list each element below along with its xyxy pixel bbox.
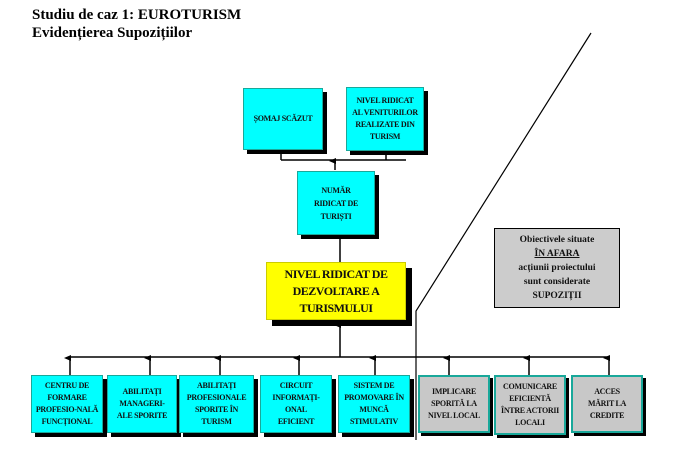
node-venituri-turism: NIVEL RIDICAT AL VENITURILOR REALIZATE D… bbox=[346, 87, 424, 151]
note-emphasis: ÎN AFARA bbox=[534, 249, 580, 259]
node-label: CIRCUIT INFORMAȚI-ONAL EFICIENT bbox=[272, 381, 320, 426]
note-line: Obiectivele situate bbox=[519, 235, 595, 245]
node-abilitati-manageriale: ABILITAȚI MANAGERI-ALE SPORITE bbox=[107, 375, 177, 433]
node-label: NIVEL RIDICAT DE DEZVOLTARE A TURISMULUI bbox=[284, 266, 388, 315]
page-subtitle: Evidențierea Supozițiilor bbox=[32, 25, 193, 41]
node-somaj-scazut: ȘOMAJ SCĂZUT bbox=[243, 88, 323, 150]
node-label: ȘOMAJ SCĂZUT bbox=[253, 114, 313, 123]
note-line: SUPOZIȚII bbox=[532, 291, 582, 301]
assumptions-note: Obiectivele situate ÎN AFARA acțiunii pr… bbox=[494, 228, 620, 308]
project-boundary-line bbox=[415, 32, 592, 440]
node-label: SISTEM DE PROMOVARE ÎN MUNCĂ STIMULATIV bbox=[344, 381, 404, 426]
node-numar-turisti: NUMĂR RIDICAT DE TURIȘTI bbox=[297, 171, 375, 235]
note-line: sunt considerate bbox=[523, 277, 591, 287]
node-circuit-informational: CIRCUIT INFORMAȚI-ONAL EFICIENT bbox=[260, 375, 332, 433]
node-sistem-promovare: SISTEM DE PROMOVARE ÎN MUNCĂ STIMULATIV bbox=[338, 375, 410, 433]
node-dezvoltare-turism: NIVEL RIDICAT DE DEZVOLTARE A TURISMULUI bbox=[266, 262, 406, 320]
node-centru-formare: CENTRU DE FORMARE PROFESIO-NALĂ FUNCȚION… bbox=[31, 375, 103, 433]
node-acces-credite: ACCES MĂRIT LA CREDITE bbox=[571, 375, 643, 433]
node-label: NUMĂR RIDICAT DE TURIȘTI bbox=[313, 185, 359, 221]
node-comunicare-actori: COMUNICARE EFICIENTĂ ÎNTRE ACTORII LOCAL… bbox=[494, 375, 566, 435]
node-implicare-locala: IMPLICARE SPORITĂ LA NIVEL LOCAL bbox=[418, 375, 490, 433]
node-abilitati-profesionale: ABILITAȚI PROFESIONALE SPORITE ÎN TURISM bbox=[179, 375, 254, 433]
note-line: acțiunii proiectului bbox=[518, 263, 596, 273]
node-label: CENTRU DE FORMARE PROFESIO-NALĂ FUNCȚION… bbox=[35, 381, 99, 426]
node-label: COMUNICARE EFICIENTĂ ÎNTRE ACTORII LOCAL… bbox=[501, 382, 559, 427]
page-title: Studiu de caz 1: EUROTURISM bbox=[32, 7, 242, 23]
node-label: IMPLICARE SPORITĂ LA NIVEL LOCAL bbox=[427, 387, 481, 420]
node-label: ACCES MĂRIT LA CREDITE bbox=[587, 387, 627, 420]
node-label: NIVEL RIDICAT AL VENITURILOR REALIZATE D… bbox=[352, 96, 418, 141]
node-label: ABILITAȚI PROFESIONALE SPORITE ÎN TURISM bbox=[186, 381, 247, 426]
node-label: ABILITAȚI MANAGERI-ALE SPORITE bbox=[116, 387, 168, 420]
